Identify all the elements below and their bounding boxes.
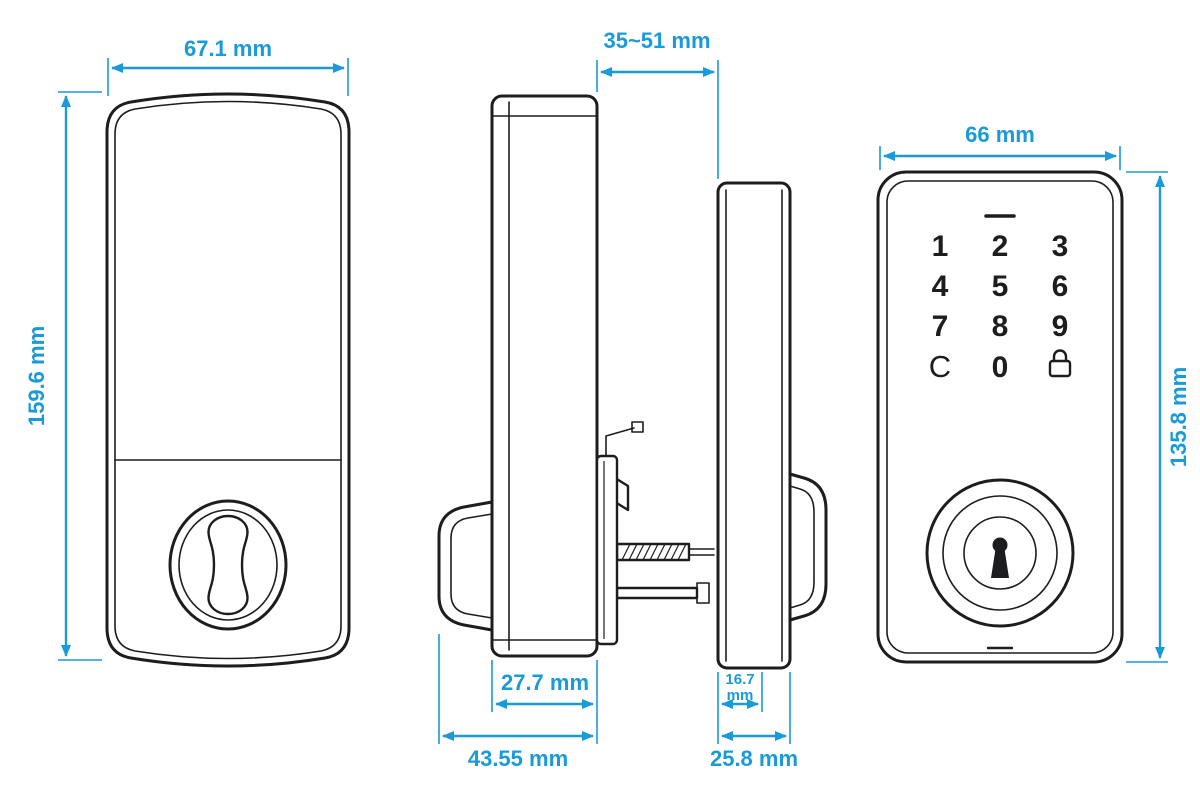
connector-wire (605, 427, 635, 457)
interior-body-profile (490, 94, 599, 658)
touch-keypad: 1 2 3 4 5 6 7 8 9 C 0 (929, 230, 1072, 384)
dim-label-exterior-plate-depth-value: 16.7 (725, 671, 754, 688)
keypad-key-clear[interactable]: C (929, 349, 951, 384)
keypad-key-4[interactable]: 4 (932, 270, 949, 303)
interior-rear-view (105, 92, 351, 668)
keypad-key-6[interactable]: 6 (1052, 270, 1069, 303)
mounting-bolt (615, 586, 699, 600)
exterior-unit-profile (716, 181, 828, 670)
keyhole-icon (991, 537, 1009, 578)
side-profile-view (437, 94, 828, 670)
thumbturn-knob-profile-inner (450, 513, 493, 619)
dim-label-door-thickness: 35~51 mm (603, 28, 710, 53)
lock-icon[interactable] (1048, 349, 1072, 378)
exterior-plate-inner-outline (886, 180, 1114, 654)
keypad-key-0[interactable]: 0 (992, 351, 1009, 384)
dim-label-interior-height: 159.6 mm (24, 326, 49, 426)
thumbturn-knob-profile (437, 500, 494, 632)
keypad-key-8[interactable]: 8 (992, 310, 1009, 343)
exterior-front-view: 1 2 3 4 5 6 7 8 9 C 0 (876, 170, 1124, 664)
keypad-key-2[interactable]: 2 (992, 230, 1009, 263)
interior-plate-inner-outline (114, 100, 342, 660)
keypad-key-7[interactable]: 7 (932, 310, 949, 343)
cylinder-ring-mid (942, 495, 1058, 611)
dim-label-exterior-height: 135.8 mm (1166, 367, 1191, 467)
keypad-key-9[interactable]: 9 (1052, 310, 1069, 343)
dim-label-exterior-plate-depth-unit: mm (727, 687, 754, 704)
cylinder-housing-profile (788, 472, 828, 622)
cylinder-ring-outer (925, 478, 1075, 628)
cylinder-housing-profile-inner (789, 485, 815, 609)
interior-plate-outline (105, 92, 351, 668)
cylinder-face (963, 516, 1037, 590)
dim-label-interior-body-depth: 27.7 mm (501, 670, 589, 695)
mounting-bolt-head (696, 582, 710, 604)
dim-label-exterior-width: 66 mm (965, 122, 1035, 147)
interior-unit-profile (437, 94, 619, 658)
dim-label-interior-total-depth: 43.55 mm (468, 746, 568, 771)
deadbolt-cylinder (925, 478, 1075, 628)
exterior-plate-outline (876, 170, 1124, 664)
threaded-rod-hatching (621, 543, 687, 561)
keypad-key-1[interactable]: 1 (932, 230, 949, 263)
interior-mounting-plate (595, 454, 619, 646)
keypad-key-5[interactable]: 5 (992, 270, 1009, 303)
dim-label-exterior-total-depth: 25.8 mm (710, 746, 798, 771)
exterior-body-profile (716, 181, 792, 670)
thumbturn-dial-outer (168, 499, 288, 631)
thumbturn-dial-inner (178, 509, 278, 621)
thumbturn-knob (207, 514, 249, 616)
wire-connector (631, 421, 644, 433)
dimension-annotations: 67.1 mm 159.6 mm 35~51 mm 27.7 mm 43.55 … (24, 28, 1191, 771)
keypad-key-3[interactable]: 3 (1052, 230, 1069, 263)
dim-label-interior-width: 67.1 mm (184, 36, 272, 61)
